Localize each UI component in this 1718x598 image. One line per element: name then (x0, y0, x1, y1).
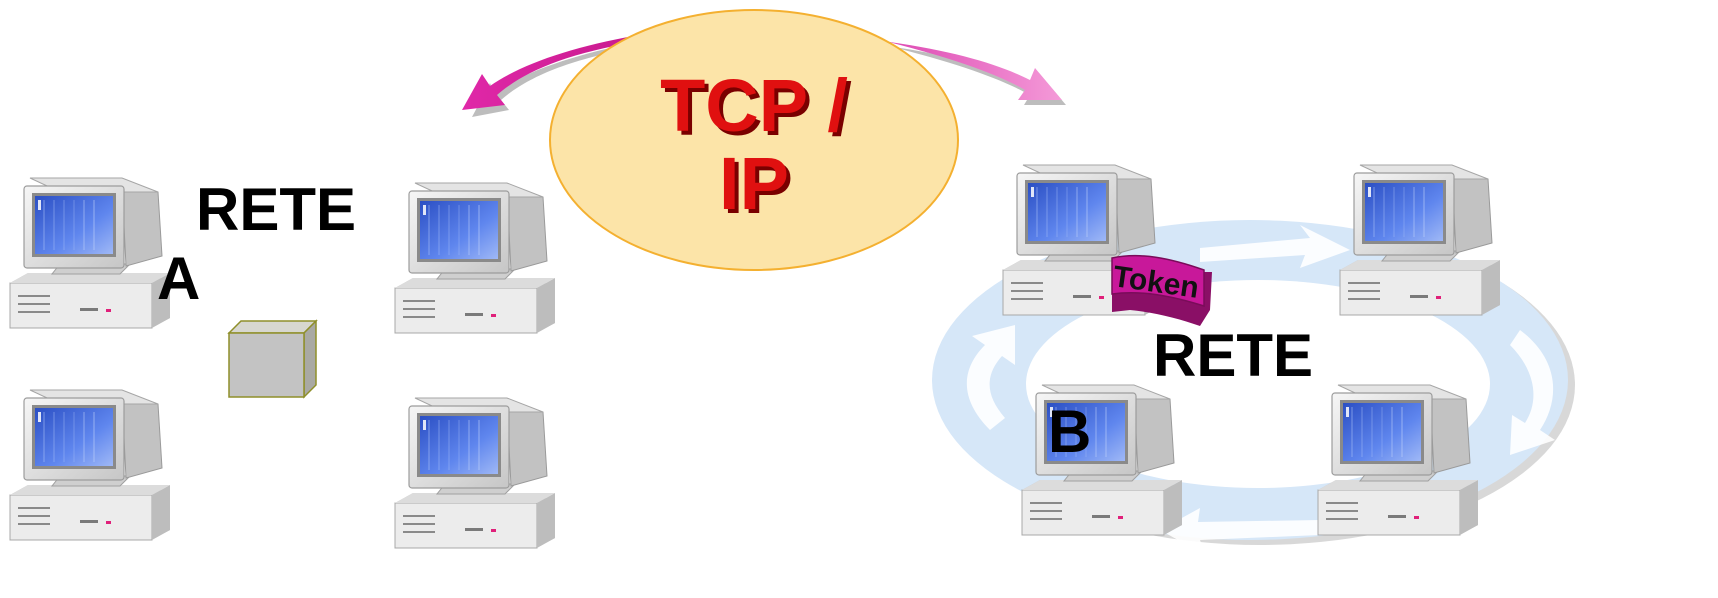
protocol-bubble: TCP / TCP / IP IP (549, 9, 959, 271)
token-icon: Token (1111, 254, 1212, 326)
computer-icon (394, 397, 556, 549)
network-a-title: RETE (196, 176, 356, 243)
computer-icon (394, 182, 556, 334)
computer-icon (9, 177, 171, 329)
cube-icon (227, 319, 318, 399)
network-a: RETE A (9, 176, 556, 549)
computer-icon (1021, 384, 1183, 536)
computer-icon (1317, 384, 1479, 536)
network-a-letter: A (157, 245, 200, 312)
computer-icon (1339, 164, 1501, 316)
protocol-line2-shadow: IP (723, 146, 793, 229)
protocol-line1: TCP / (660, 64, 848, 147)
network-b: Token RETE B (932, 164, 1575, 555)
computer-icon (9, 389, 171, 541)
protocol-line1-shadow: TCP / (664, 68, 852, 151)
protocol-line2: IP (719, 142, 789, 225)
network-b-title: RETE (1153, 322, 1313, 389)
network-b-letter: B (1048, 398, 1091, 465)
